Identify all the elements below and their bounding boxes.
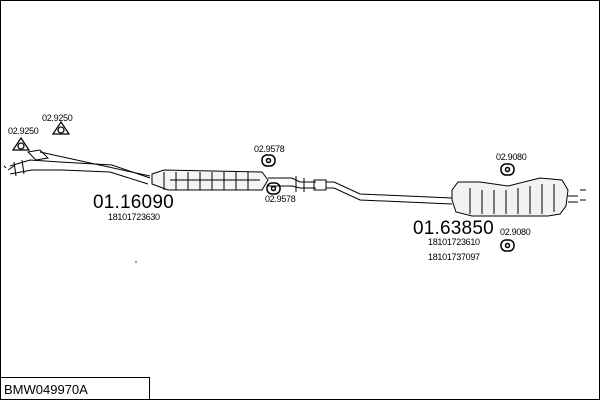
rubber-mount-icon: [261, 154, 276, 167]
part-code-label: 02.9080: [500, 227, 531, 237]
oem-number-label: 18101737097: [428, 252, 480, 262]
oem-number-label: 18101723630: [108, 212, 160, 222]
rear-silencer: [451, 177, 586, 217]
front-pipe: [3, 149, 151, 185]
rubber-mount-icon: [500, 239, 515, 252]
oem-number-label: 18101723610: [428, 237, 480, 247]
assembly-code-label: 01.16090: [93, 192, 174, 213]
part-code-label: 02.9578: [265, 194, 296, 204]
part-code-label: 02.9250: [8, 126, 39, 136]
rubber-mount-icon: [500, 163, 515, 176]
diagram-code-title: BMW049970A: [4, 382, 88, 397]
part-code-label: 02.9080: [496, 152, 527, 162]
title-box: BMW049970A: [0, 377, 150, 399]
clamp-icon: [11, 136, 31, 151]
part-code-label: 02.9250: [42, 113, 73, 123]
middle-pipe: [268, 176, 453, 205]
part-code-label: 02.9578: [254, 144, 285, 154]
assembly-code-label: 01.63850: [413, 218, 494, 239]
front-silencer: [151, 169, 269, 191]
gasket-icon: [51, 120, 71, 135]
rubber-mount-icon: [266, 182, 281, 195]
leader-dot: [135, 261, 137, 263]
